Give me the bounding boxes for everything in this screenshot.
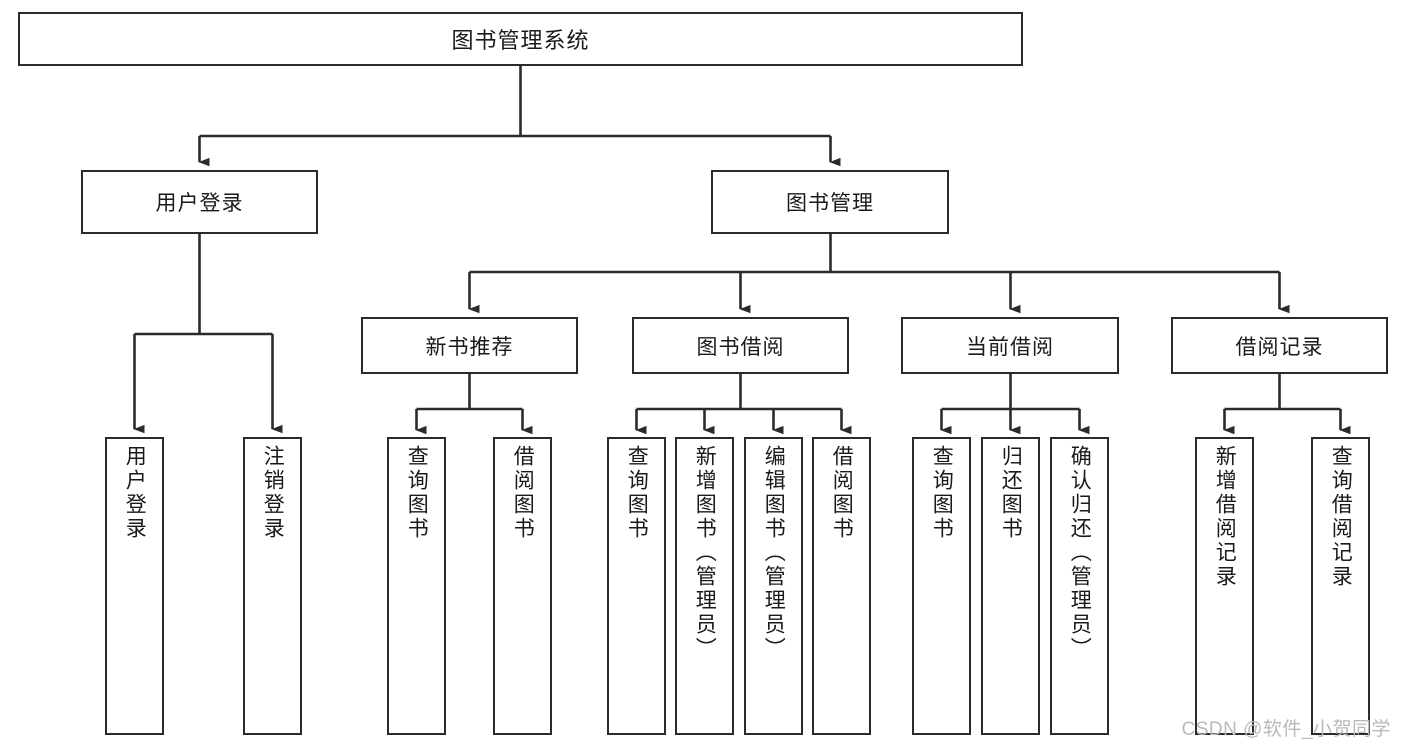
node-book-manage[interactable]: 图书管理 — [711, 170, 949, 234]
node-leaf-confirm-return-label: 确认归还（管理员） — [1068, 445, 1092, 661]
node-leaf-query-record[interactable]: 查询借阅记录 — [1311, 437, 1370, 735]
node-leaf-add-record-label: 新增借阅记录 — [1213, 445, 1237, 589]
node-current-borrow[interactable]: 当前借阅 — [901, 317, 1119, 374]
node-leaf-borrow-book-1-label: 借阅图书 — [511, 445, 535, 541]
node-leaf-add-record[interactable]: 新增借阅记录 — [1195, 437, 1254, 735]
node-leaf-query-book-1[interactable]: 查询图书 — [387, 437, 446, 735]
node-leaf-query-record-label: 查询借阅记录 — [1329, 445, 1353, 589]
node-leaf-query-book-3[interactable]: 查询图书 — [912, 437, 971, 735]
node-leaf-logout-label: 注销登录 — [261, 445, 285, 541]
node-leaf-borrow-book-1[interactable]: 借阅图书 — [493, 437, 552, 735]
node-leaf-borrow-book-2-label: 借阅图书 — [830, 445, 854, 541]
node-leaf-query-book-3-label: 查询图书 — [930, 445, 954, 541]
node-leaf-edit-book[interactable]: 编辑图书（管理员） — [744, 437, 803, 735]
node-borrow-record-label: 借阅记录 — [1235, 335, 1324, 359]
node-user-login-label: 用户登录 — [155, 192, 244, 215]
node-book-borrow[interactable]: 图书借阅 — [632, 317, 849, 374]
node-book-manage-label: 图书管理 — [786, 192, 874, 215]
node-leaf-logout[interactable]: 注销登录 — [243, 437, 302, 735]
node-new-book-rec-label: 新书推荐 — [425, 335, 514, 359]
node-leaf-query-book-2-label: 查询图书 — [625, 445, 649, 541]
node-user-login[interactable]: 用户登录 — [81, 170, 318, 234]
node-leaf-return-book[interactable]: 归还图书 — [981, 437, 1040, 735]
node-new-book-rec[interactable]: 新书推荐 — [361, 317, 578, 374]
node-leaf-return-book-label: 归还图书 — [999, 445, 1023, 541]
node-leaf-user-login-label: 用户登录 — [123, 445, 147, 541]
node-leaf-add-book[interactable]: 新增图书（管理员） — [675, 437, 734, 735]
node-current-borrow-label: 当前借阅 — [966, 335, 1054, 359]
node-root[interactable]: 图书管理系统 — [18, 12, 1023, 66]
node-leaf-add-book-label: 新增图书（管理员） — [693, 445, 717, 661]
node-borrow-record[interactable]: 借阅记录 — [1171, 317, 1388, 374]
node-root-label: 图书管理系统 — [451, 28, 590, 53]
node-book-borrow-label: 图书借阅 — [696, 335, 785, 359]
node-leaf-query-book-1-label: 查询图书 — [405, 445, 429, 541]
node-leaf-query-book-2[interactable]: 查询图书 — [607, 437, 666, 735]
node-leaf-confirm-return[interactable]: 确认归还（管理员） — [1050, 437, 1109, 735]
node-leaf-user-login[interactable]: 用户登录 — [105, 437, 164, 735]
node-leaf-borrow-book-2[interactable]: 借阅图书 — [812, 437, 871, 735]
node-leaf-edit-book-label: 编辑图书（管理员） — [762, 445, 786, 661]
watermark: CSDN @软件_小贺同学 — [1181, 719, 1391, 740]
